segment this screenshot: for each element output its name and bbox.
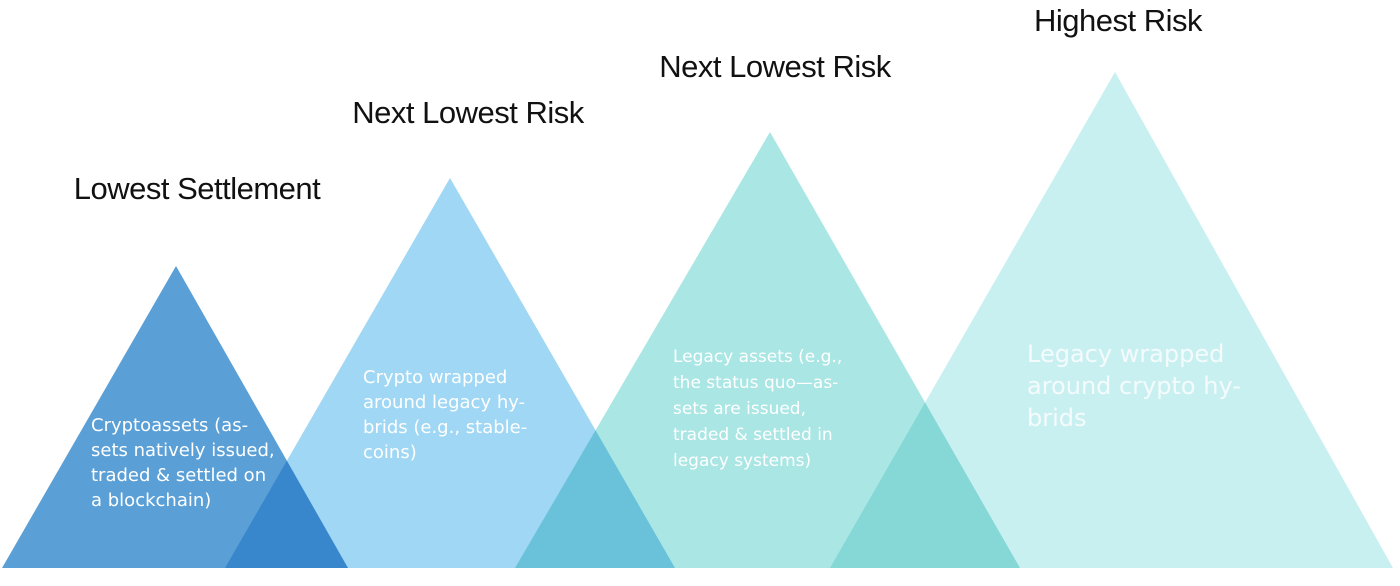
triangle-next-lowest-risk-2 <box>515 132 1020 568</box>
body-line: brids <box>1027 404 1087 432</box>
body-line: traded & settled in <box>673 425 833 445</box>
body-line: Crypto wrapped <box>363 367 507 388</box>
triangle-next-lowest-risk-1 <box>225 178 675 568</box>
body-line: traded & settled on <box>91 465 266 486</box>
body-line: Cryptoassets (as- <box>91 415 248 436</box>
body-line: sets natively issued, <box>91 440 275 461</box>
body-line: the status quo—as- <box>673 373 838 393</box>
heading-next-lowest-risk-2: Next Lowest Risk <box>659 49 891 84</box>
body-line: coins) <box>363 442 417 463</box>
body-line: a blockchain) <box>91 490 211 511</box>
body-line: sets are issued, <box>673 399 806 419</box>
triangle-lowest-settlement <box>2 266 348 568</box>
body-line: brids (e.g., stable- <box>363 417 527 438</box>
body-lowest-settlement: Cryptoassets (as- sets natively issued, … <box>91 415 275 511</box>
body-line: around legacy hy- <box>363 392 525 413</box>
heading-highest-risk: Highest Risk <box>1034 3 1203 38</box>
body-next-lowest-risk-1: Crypto wrapped around legacy hy- brids (… <box>363 367 527 463</box>
triangle-highest-risk <box>830 72 1393 568</box>
heading-lowest-settlement: Lowest Settlement <box>74 171 321 206</box>
body-line: around crypto hy- <box>1027 372 1241 400</box>
body-next-lowest-risk-2: Legacy assets (e.g., the status quo—as- … <box>673 347 842 471</box>
body-line: legacy systems) <box>673 451 811 471</box>
body-highest-risk: Legacy wrapped around crypto hy- brids <box>1027 340 1241 432</box>
body-line: Legacy wrapped <box>1027 340 1224 368</box>
body-line: Legacy assets (e.g., <box>673 347 842 367</box>
heading-next-lowest-risk-1: Next Lowest Risk <box>352 95 584 130</box>
